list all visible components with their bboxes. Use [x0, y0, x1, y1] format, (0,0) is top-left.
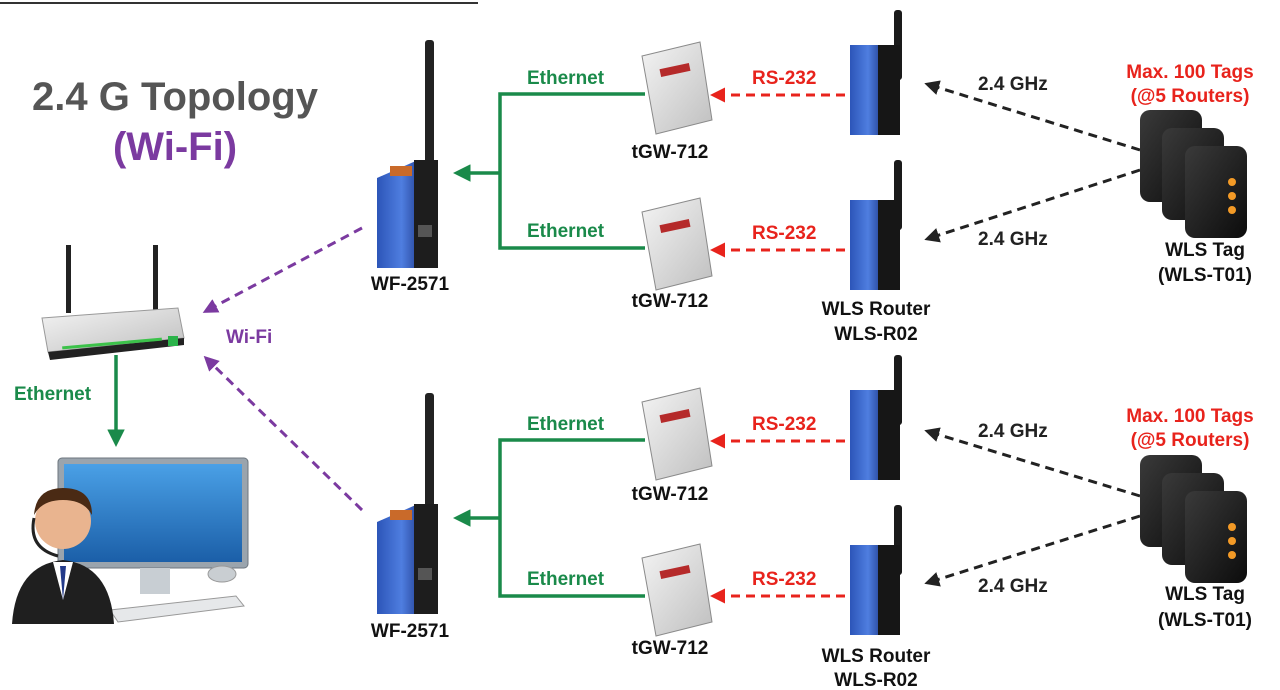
title-line-1: 2.4 G Topology — [32, 75, 319, 119]
rs232-label: RS-232 — [752, 68, 816, 89]
ghz-links — [924, 80, 1141, 587]
gateway-label: tGW-712 — [632, 484, 709, 505]
ghz-label: 2.4 GHz — [978, 421, 1048, 442]
ap-label: WF-2571 — [371, 274, 450, 295]
labels: Ethernet Ethernet Ethernet Ethernet Ethe… — [14, 62, 1254, 690]
ethernet-label: Ethernet — [527, 569, 605, 590]
tgw-gateway-icon — [641, 543, 713, 637]
tgw-gateway-icon — [641, 41, 713, 135]
tag-model-label: (WLS-T01) — [1158, 610, 1252, 631]
wifi-label: Wi-Fi — [226, 327, 272, 348]
wifi-links — [202, 226, 364, 512]
router-label-top: WLS Router — [822, 646, 931, 667]
router-label-bottom: WLS-R02 — [834, 324, 917, 345]
ethernet-links — [107, 92, 645, 598]
access-point-icon — [377, 40, 438, 268]
rs232-links — [710, 87, 845, 604]
wls-router-icon — [850, 10, 902, 135]
gateway-label: tGW-712 — [632, 291, 709, 312]
router-label-bottom: WLS-R02 — [834, 670, 917, 690]
operator-pc-icon — [12, 457, 249, 624]
tgw-gateway-icon — [641, 387, 713, 481]
rs232-label: RS-232 — [752, 569, 816, 590]
rs232-label: RS-232 — [752, 414, 816, 435]
ghz-label: 2.4 GHz — [978, 576, 1048, 597]
wls-tag-icon — [1140, 110, 1247, 238]
gateway-label: tGW-712 — [632, 142, 709, 163]
wls-router-icon — [850, 355, 902, 480]
diagram-title: 2.4 G Topology (Wi-Fi) — [30, 73, 322, 172]
tags-note: (@5 Routers) — [1131, 430, 1250, 451]
router-label-top: WLS Router — [822, 299, 931, 320]
tag-model-label: (WLS-T01) — [1158, 265, 1252, 286]
wls-router-icon — [850, 160, 902, 290]
ethernet-label: Ethernet — [527, 68, 605, 89]
ethernet-label: Ethernet — [527, 414, 605, 435]
tags-note: (@5 Routers) — [1131, 86, 1250, 107]
wifi-router-icon — [41, 245, 185, 360]
pc-ethernet-label: Ethernet — [14, 384, 92, 405]
ghz-label: 2.4 GHz — [978, 74, 1048, 95]
tags-note: Max. 100 Tags — [1126, 406, 1253, 427]
ghz-label: 2.4 GHz — [978, 229, 1048, 250]
tag-name-label: WLS Tag — [1165, 584, 1245, 605]
tgw-gateway-icon — [641, 197, 713, 291]
tag-name-label: WLS Tag — [1165, 240, 1245, 261]
tags-note: Max. 100 Tags — [1126, 62, 1253, 83]
ap-label: WF-2571 — [371, 621, 450, 642]
gateway-label: tGW-712 — [632, 638, 709, 659]
rs232-label: RS-232 — [752, 223, 816, 244]
ethernet-label: Ethernet — [527, 221, 605, 242]
access-point-icon — [377, 393, 438, 614]
wls-tag-icon — [1140, 455, 1247, 583]
wls-router-icon — [850, 505, 902, 635]
title-line-2: (Wi-Fi) — [113, 125, 237, 169]
